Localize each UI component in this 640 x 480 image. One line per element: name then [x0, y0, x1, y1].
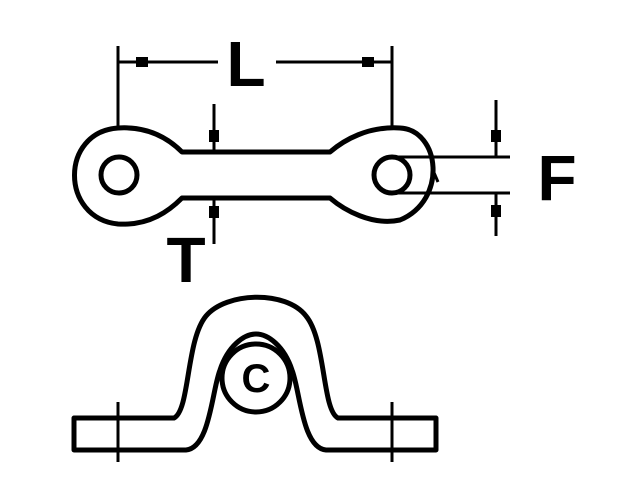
fastener-arrow-bottom — [491, 205, 501, 217]
length-arrow-left — [136, 57, 148, 67]
length-arrow-right — [362, 57, 374, 67]
thickness-arrow-bottom — [209, 206, 219, 218]
thickness-arrow-top — [209, 130, 219, 142]
dimension-thickness — [209, 104, 219, 244]
clearance-circle — [219, 341, 293, 415]
length-label: L — [226, 28, 265, 100]
fastener-center-tick — [430, 167, 440, 183]
dimension-fastener — [392, 100, 510, 236]
thickness-label: T — [166, 224, 205, 296]
fastener-arrow-top — [491, 130, 501, 142]
strap-outline — [72, 125, 436, 227]
loop-outline — [71, 294, 439, 453]
clearance-label: C — [242, 357, 271, 401]
side-view — [71, 294, 439, 453]
top-view — [72, 125, 436, 227]
dimension-length — [116, 46, 394, 128]
side-view-centerlines — [116, 402, 394, 462]
right-eye-hole — [371, 154, 413, 196]
fastener-label: F — [537, 142, 576, 214]
left-eye-hole — [98, 154, 140, 196]
